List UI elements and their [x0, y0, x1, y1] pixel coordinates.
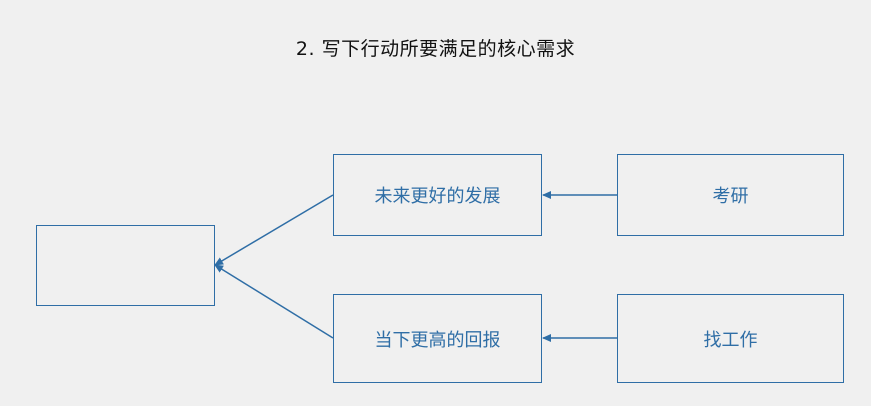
- arrow-present-to-target: [214, 264, 334, 339]
- core-need-box: [36, 225, 215, 306]
- grad-exam-label: 考研: [712, 186, 749, 207]
- future-development-box: 未来更好的发展: [333, 154, 542, 236]
- arrow-future-to-target: [214, 194, 334, 266]
- present-reward-label: 当下更高的回报: [374, 329, 501, 351]
- present-reward-box: 当下更高的回报: [333, 294, 542, 383]
- future-development-label: 未来更好的发展: [374, 186, 501, 207]
- diagram-title: 2. 写下行动所要满足的核心需求: [295, 38, 576, 60]
- job-search-box: 找工作: [617, 294, 844, 383]
- grad-exam-box: 考研: [617, 154, 844, 236]
- job-search-label: 找工作: [703, 329, 758, 351]
